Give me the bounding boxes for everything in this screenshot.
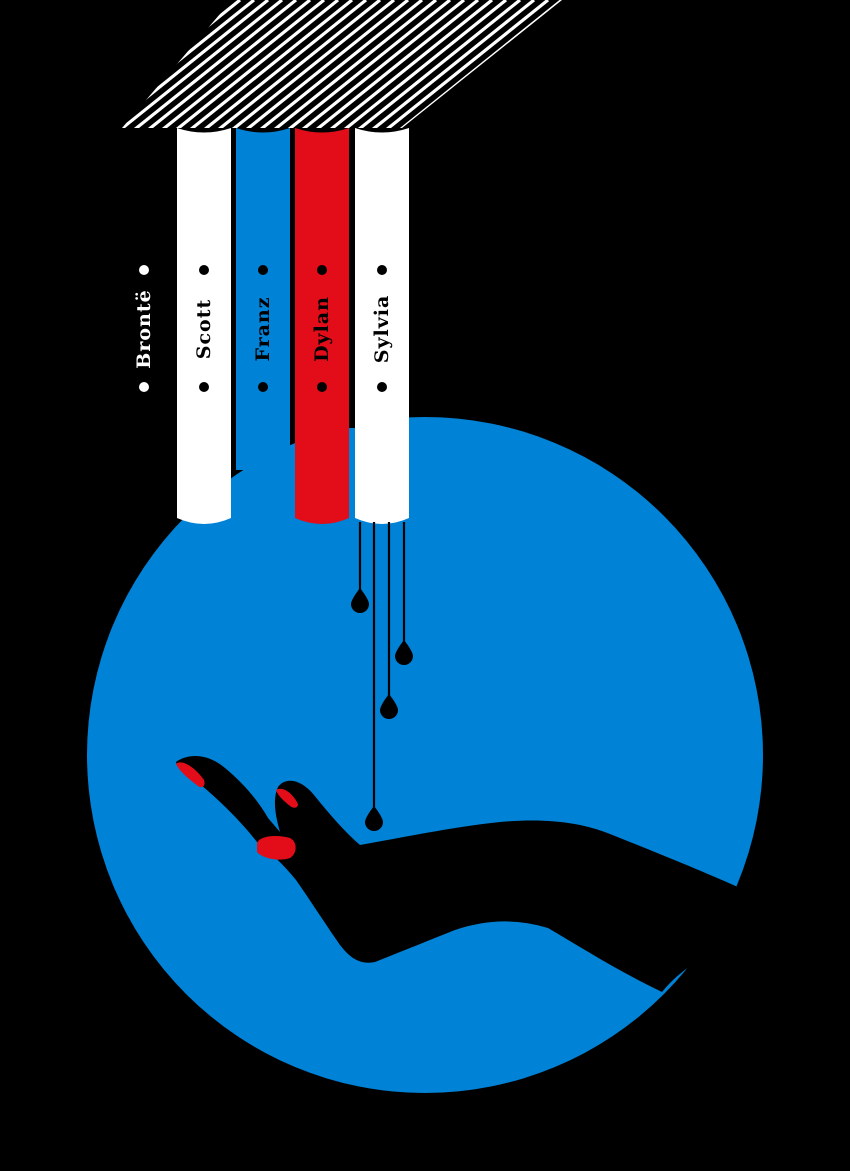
ink-drop-icon [351, 588, 369, 613]
book-spine-franz [236, 128, 290, 470]
spine-label-bronte: Brontë [133, 289, 155, 368]
spine-label-franz: Franz [252, 296, 274, 361]
page-stripe [216, 0, 382, 128]
spine-label-scott: Scott [193, 299, 215, 360]
page-stripe [122, 0, 284, 128]
book-spine-sylvia [355, 128, 409, 524]
book-spine-dylan [295, 128, 349, 524]
page-stripe [146, 0, 312, 128]
page-stripe [328, 0, 494, 128]
page-stripe [300, 0, 466, 128]
ink-drop-icon [365, 806, 383, 831]
ink-drips [351, 522, 413, 831]
nail-red-2 [276, 788, 298, 808]
spine-label-sylvia: Sylvia [371, 295, 393, 364]
page-stripe [272, 0, 438, 128]
page-stripe [202, 0, 368, 128]
page-stripe [230, 0, 396, 128]
page-stripe [384, 0, 550, 128]
hand-icon [176, 756, 740, 992]
ink-drop-icon [395, 640, 413, 665]
page-stripe [244, 0, 410, 128]
spine-label-dylan: Dylan [311, 296, 333, 362]
page-stripe [342, 0, 508, 128]
page-stripe [286, 0, 452, 128]
page-stripe [314, 0, 480, 128]
page-stripe [258, 0, 424, 128]
page-stripe [174, 0, 340, 128]
ink-drop-icon [380, 694, 398, 719]
page-stripe [160, 0, 326, 128]
page-stripe [132, 0, 298, 128]
nail-red-1 [176, 762, 205, 788]
page-stripe [356, 0, 522, 128]
book-spine-scott [177, 128, 231, 524]
nail-red-3 [257, 836, 296, 860]
books: Brontë Scott Franz Dylan Sylvia [133, 128, 409, 524]
page-stripe [370, 0, 536, 128]
page-stripe [188, 0, 354, 128]
